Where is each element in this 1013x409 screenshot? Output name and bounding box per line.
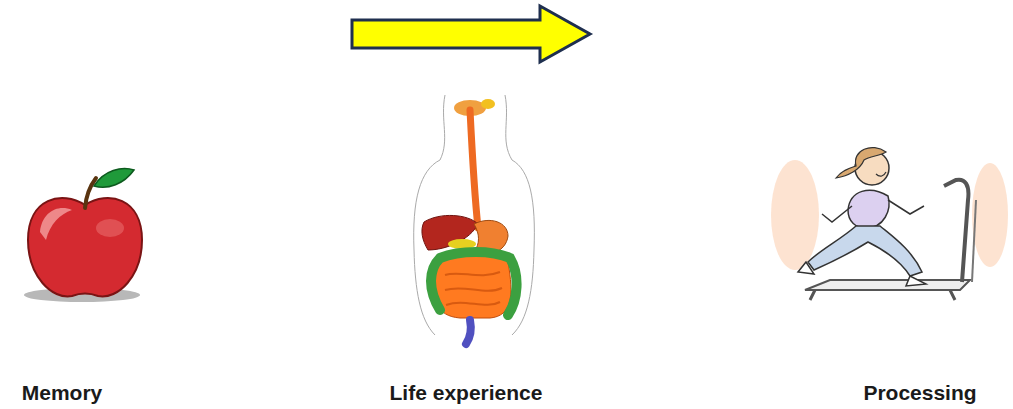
block-arrow [352,6,590,62]
apple-icon [24,169,142,302]
caption-label: Memory [22,380,103,405]
digestive-system [414,95,535,344]
runner-icon [771,148,1008,300]
caption-label: Life experience [390,380,543,405]
caption-label: Processing [863,380,976,405]
